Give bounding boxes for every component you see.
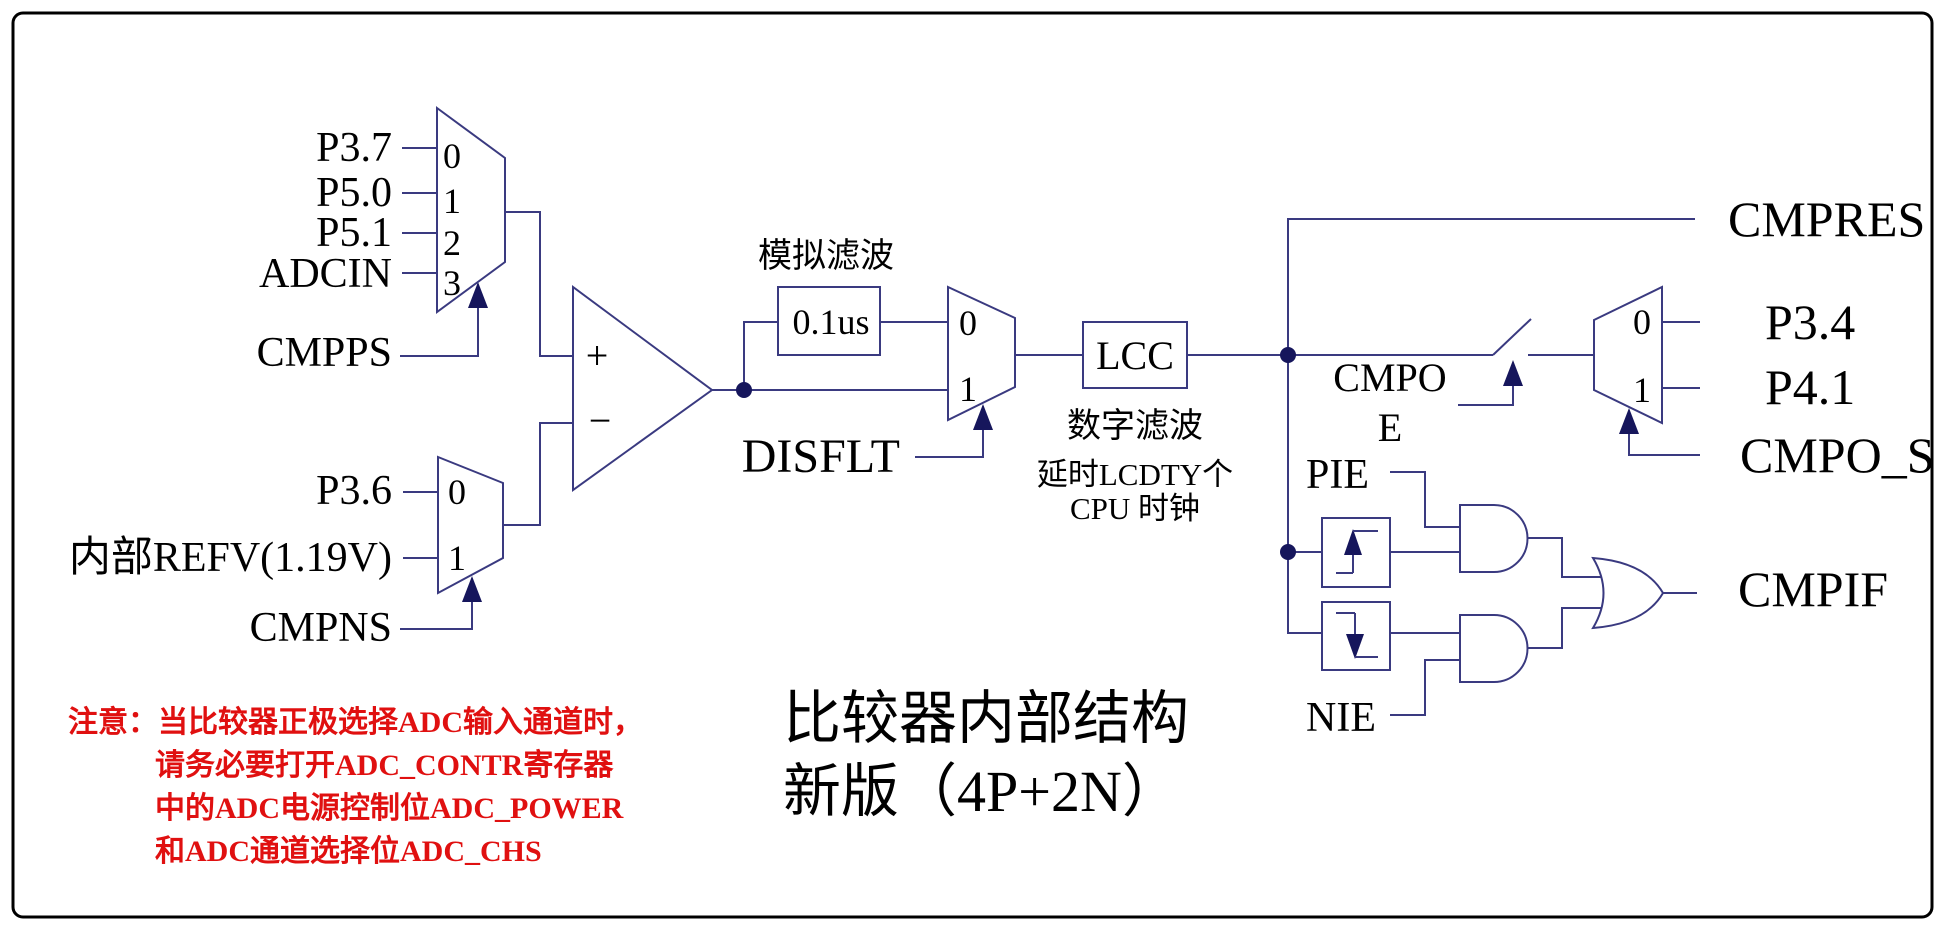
note-line1: 注意：当比较器正极选择ADC输入通道时， [68, 705, 643, 739]
switch-blade [1492, 318, 1532, 356]
junction-lcc-output [1280, 347, 1296, 363]
analog-filter-delay: 0.1us [792, 302, 869, 342]
fltmux-channel-1: 1 [959, 369, 977, 409]
select-label-disflt: DISFLT [742, 430, 900, 483]
and-gate-falling [1459, 614, 1529, 683]
wire-negmux-to-minus [503, 422, 573, 526]
analog-filter-caption: 模拟滤波 [758, 237, 894, 275]
analog-filter-box [777, 286, 881, 356]
comparator-minus-sign: − [589, 398, 612, 443]
outmux-channel-1: 1 [1633, 370, 1651, 410]
note-line4: 和ADC通道选择位ADC_CHS [155, 834, 542, 868]
wire-to-analog-filter [743, 321, 778, 390]
select-label-cmpns: CMPNS [250, 605, 392, 651]
wire-to-falling-edge [1287, 355, 1322, 634]
output-label-p41: P4.1 [1765, 359, 1855, 415]
wire-and2-to-or [1527, 607, 1605, 649]
comparator-symbol [572, 285, 714, 492]
input-label-adcin: ADCIN [259, 251, 392, 297]
digital-filter-desc2: CPU 时钟 [1070, 491, 1200, 526]
wire-group [400, 147, 1700, 716]
select-label-cmpos: CMPO_S [1740, 427, 1935, 483]
or-gate [1591, 556, 1665, 630]
input-label-p37: P3.7 [316, 125, 392, 171]
wire-nie [1390, 659, 1460, 716]
outmux-channel-0: 0 [1633, 302, 1651, 342]
enable-label-pie: PIE [1306, 452, 1369, 498]
wire-pie [1390, 471, 1460, 528]
junction-comparator-output [736, 382, 752, 398]
diagram-border [11, 11, 1934, 919]
rising-edge-icon [1336, 529, 1378, 574]
wire-cmpres [1287, 218, 1695, 355]
wire-cmpps-select [400, 308, 479, 357]
wire-cmpoe-enable [1458, 386, 1514, 406]
posmux-channel-3: 3 [443, 263, 461, 303]
output-mux [1593, 285, 1663, 425]
positive-input-mux [436, 106, 506, 314]
output-label-cmpif: CMPIF [1738, 561, 1888, 617]
cmpoe-label-line2: E [1378, 405, 1402, 450]
wire-and1-to-or [1527, 537, 1605, 578]
cmpns-arrow-icon [462, 576, 482, 602]
cmpoe-arrow-icon [1503, 360, 1523, 386]
wire-cmpos-select [1628, 434, 1700, 456]
lcc-label: LCC [1096, 333, 1174, 378]
cmpoe-label-line1: CMPO [1333, 355, 1446, 400]
digital-filter-caption: 数字滤波 [1067, 407, 1203, 445]
falling-edge-icon [1336, 612, 1378, 659]
posmux-channel-0: 0 [443, 136, 461, 176]
negmux-channel-1: 1 [448, 538, 466, 578]
diagram-title-line1: 比较器内部结构 [783, 686, 1189, 751]
select-label-cmpps: CMPPS [257, 330, 392, 376]
negmux-channel-0: 0 [448, 472, 466, 512]
input-label-p51: P5.1 [316, 210, 392, 256]
rising-edge-arrow-icon [1344, 529, 1362, 555]
input-label-p36: P3.6 [316, 468, 392, 514]
negative-input-mux [437, 455, 504, 595]
note-line2: 请务必要打开ADC_CONTR寄存器 [155, 748, 614, 782]
posmux-channel-1: 1 [443, 181, 461, 221]
disflt-arrow-icon [973, 404, 993, 430]
cmpos-arrow-icon [1619, 408, 1639, 434]
enable-label-nie: NIE [1306, 695, 1376, 741]
input-label-p50: P5.0 [316, 170, 392, 216]
lcc-box [1082, 321, 1188, 389]
wire-cmpns-select [400, 602, 473, 630]
falling-edge-arrow-icon [1346, 634, 1364, 659]
posmux-channel-2: 2 [443, 223, 461, 263]
wire-posmux-to-plus [505, 211, 573, 357]
and-gate-rising [1459, 504, 1529, 573]
output-label-cmpres: CMPRES [1728, 191, 1925, 247]
comparator-plus-sign: + [586, 333, 609, 378]
wire-disflt-select [915, 430, 984, 458]
label-group: P3.7 P5.0 P5.1 ADCIN CMPPS 0 1 2 3 P3.6 … [68, 125, 1935, 868]
junction-edge-branch [1280, 544, 1296, 560]
digital-filter-desc1: 延时LCDTY个 [1037, 457, 1233, 492]
note-line3: 中的ADC电源控制位ADC_POWER [155, 791, 624, 825]
input-label-refv: 内部REFV(1.19V) [69, 535, 392, 581]
filter-mux [947, 285, 1016, 422]
cmpps-arrow-icon [468, 282, 488, 308]
fltmux-channel-0: 0 [959, 303, 977, 343]
diagram-title-line2: 新版（4P+2N） [783, 759, 1180, 824]
output-label-p34: P3.4 [1765, 294, 1855, 350]
